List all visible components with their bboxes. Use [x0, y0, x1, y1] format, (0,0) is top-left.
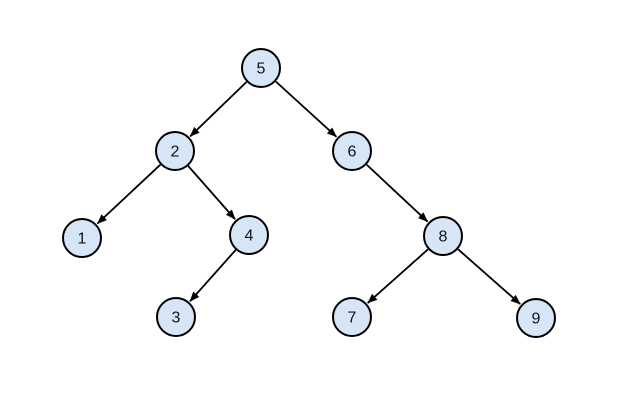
tree-node-1: 1: [62, 218, 102, 258]
tree-node-5: 5: [241, 48, 281, 88]
tree-node-label-3: 3: [172, 310, 181, 327]
tree-edge-8-7: [367, 248, 429, 304]
tree-edge-5-6: [275, 80, 338, 138]
tree-node-3: 3: [156, 297, 196, 337]
tree-node-label-9: 9: [532, 311, 541, 328]
tree-node-circle-4: [229, 215, 269, 255]
tree-node-9: 9: [516, 298, 556, 338]
tree-edge-2-1: [96, 164, 162, 225]
tree-node-2: 2: [155, 131, 195, 171]
tree-node-8: 8: [423, 216, 463, 256]
tree-edge-2-4: [187, 165, 236, 220]
tree-node-circle-3: [156, 297, 196, 337]
tree-node-label-5: 5: [257, 61, 266, 78]
tree-node-circle-9: [516, 298, 556, 338]
tree-node-circle-2: [155, 131, 195, 171]
tree-edge-5-2: [189, 81, 248, 138]
tree-node-circle-1: [62, 218, 102, 258]
tree-node-label-2: 2: [171, 144, 180, 161]
tree-node-circle-8: [423, 216, 463, 256]
tree-node-label-1: 1: [78, 231, 87, 248]
tree-edge-4-3: [189, 249, 237, 302]
tree-node-7: 7: [332, 297, 372, 337]
tree-node-label-7: 7: [348, 310, 357, 327]
tree-node-label-4: 4: [245, 228, 254, 245]
tree-node-label-8: 8: [439, 229, 448, 246]
tree-node-label-6: 6: [348, 144, 357, 161]
tree-node-circle-6: [332, 131, 372, 171]
tree-edge-6-8: [366, 163, 429, 223]
tree-edge-8-9: [457, 248, 521, 305]
tree-node-6: 6: [332, 131, 372, 171]
tree-node-4: 4: [229, 215, 269, 255]
tree-node-circle-5: [241, 48, 281, 88]
tree-node-circle-7: [332, 297, 372, 337]
